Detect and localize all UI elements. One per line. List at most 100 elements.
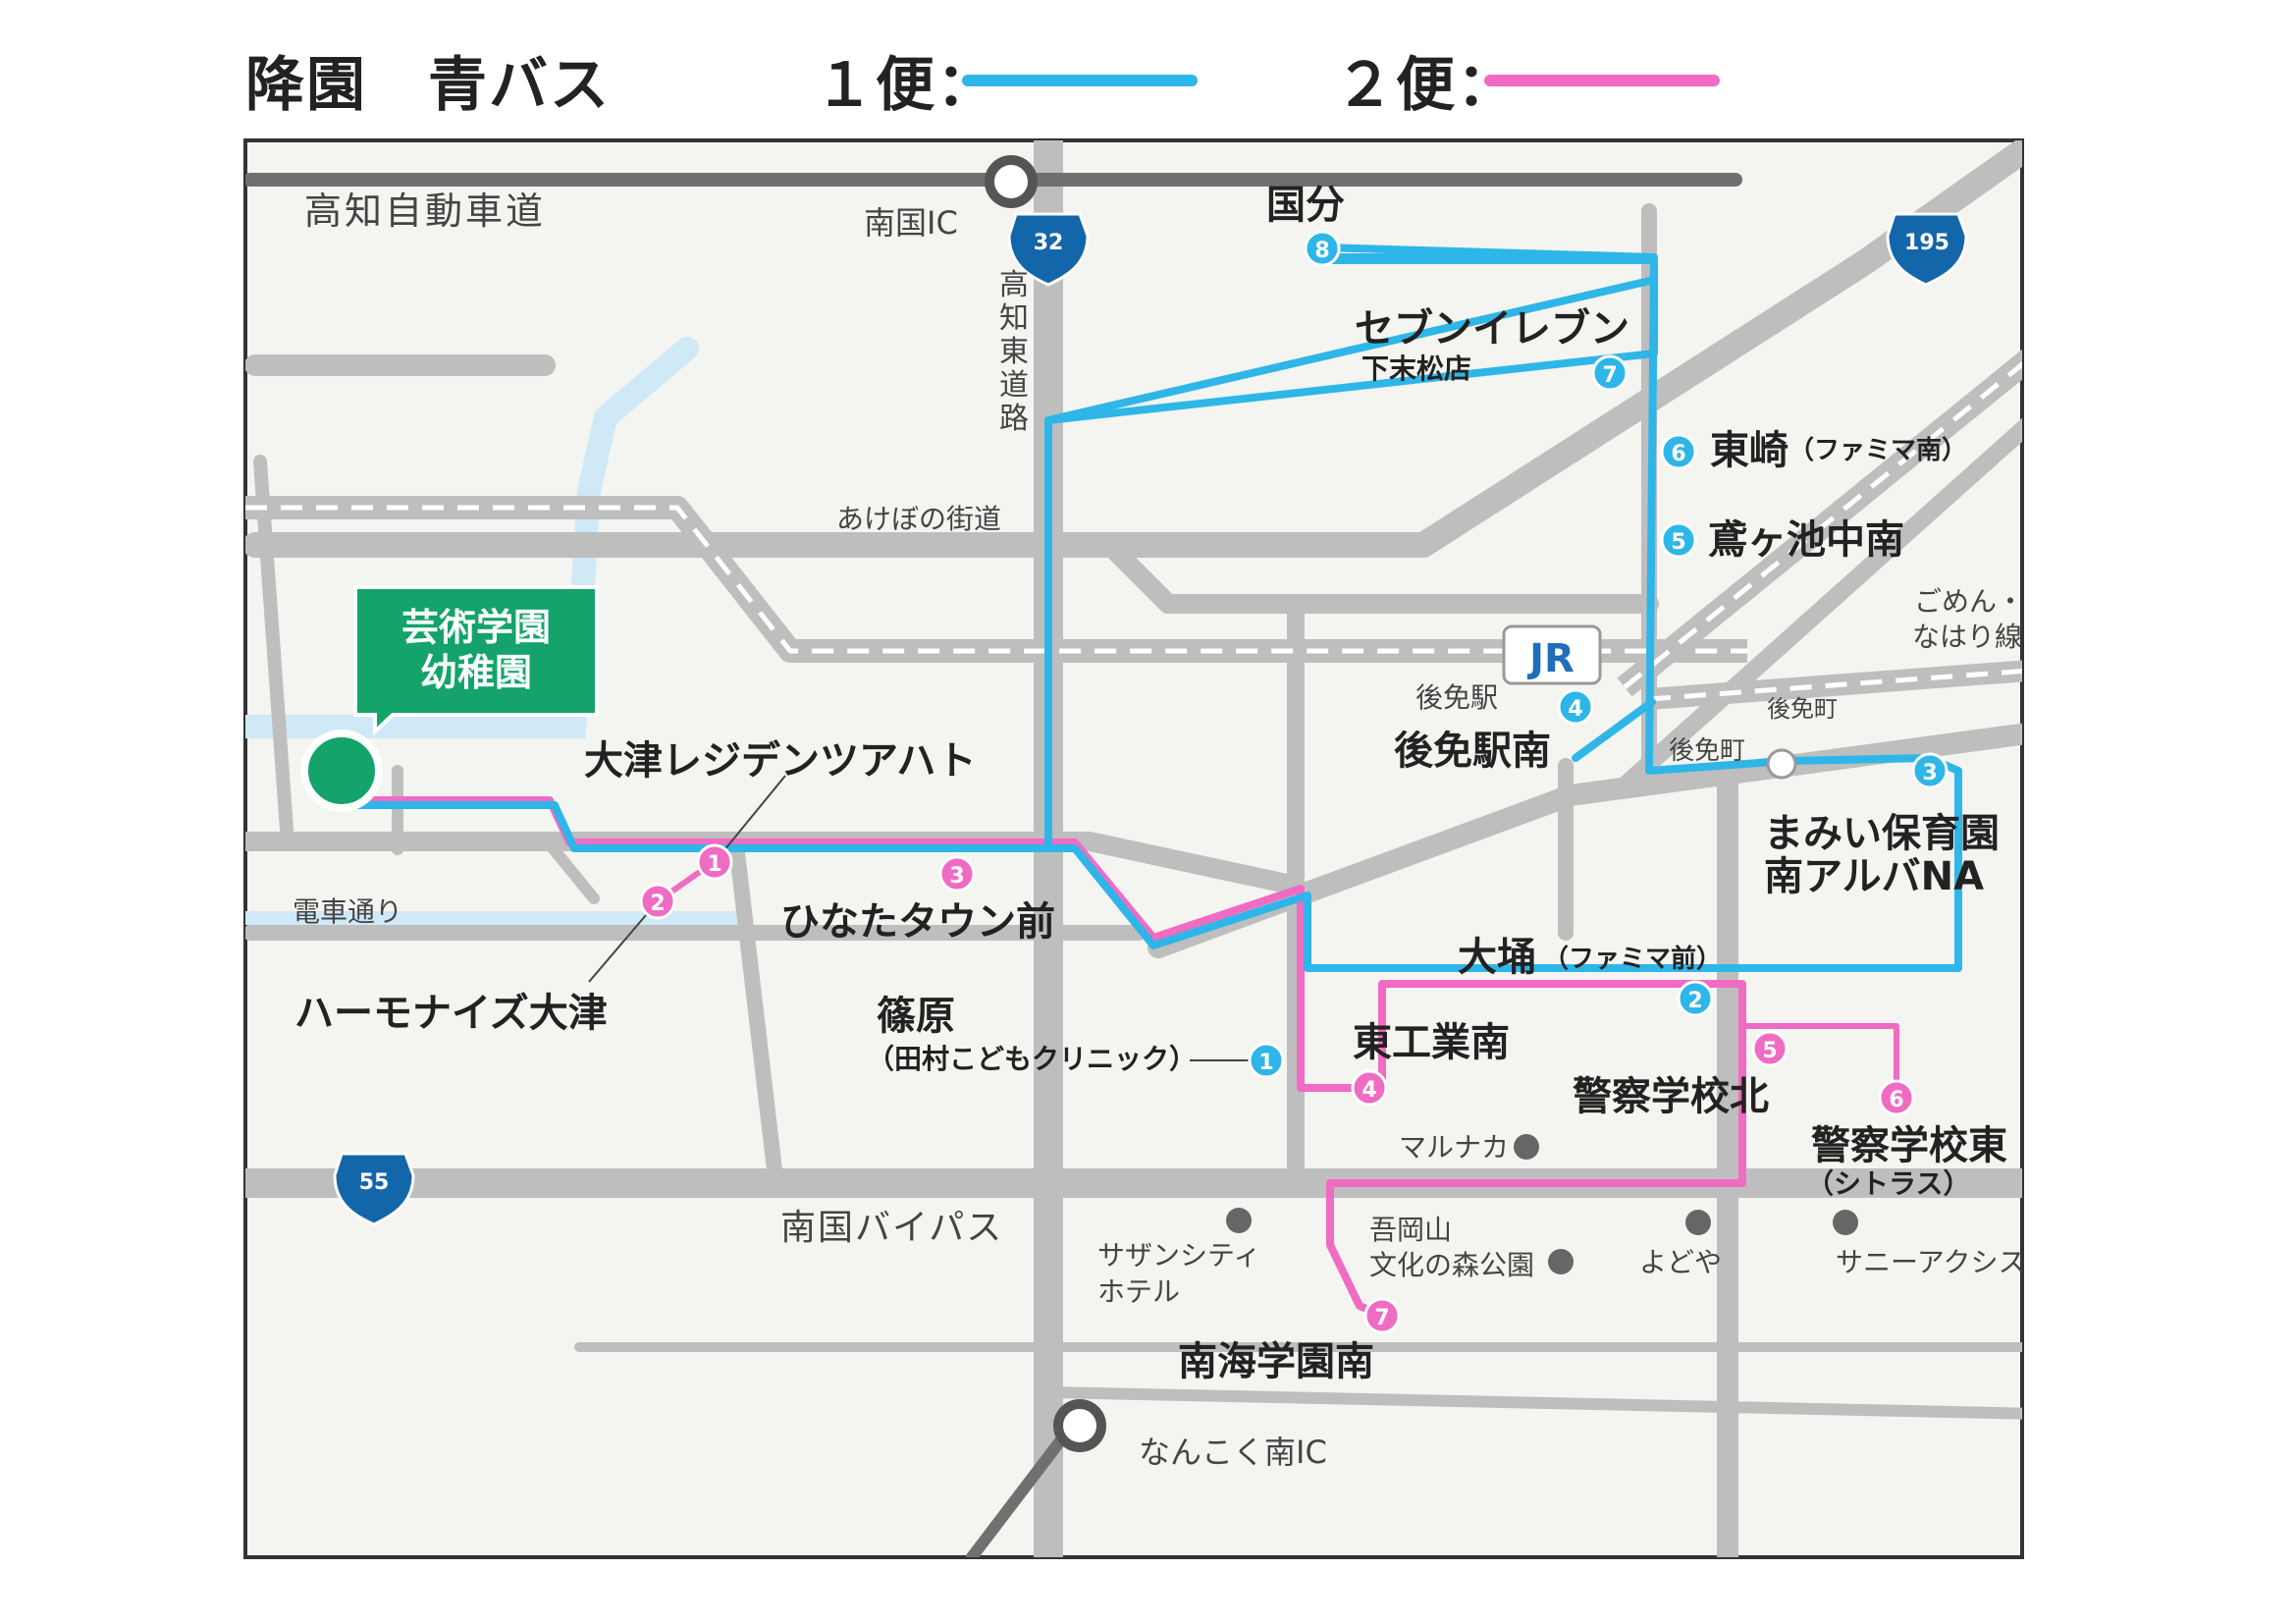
route1-stop-8[interactable]: 8 国分 [1266, 183, 1345, 267]
route1-stop-3[interactable]: 3 まみい保育園 南アルバNA [1764, 752, 2000, 899]
route1-stop-sub: （ファミマ前） [1543, 944, 1722, 974]
route2-stop-1[interactable]: 1 大津レジデンツアハト [584, 738, 977, 881]
route1-stop-sub: 南アルバNA [1764, 854, 1984, 899]
route1-stop-number: 4 [1568, 697, 1582, 722]
route2-stop-number: 2 [650, 892, 665, 916]
route1-stop-badge [1660, 521, 1697, 559]
route2-stops: 1 大津レジデンツアハト 2 ハーモナイズ大津 3 ひなたタウン前 4 東工業南… [294, 738, 2007, 1384]
route1-stop-number: 8 [1314, 239, 1329, 263]
akebono-label: あけぼの街道 [836, 503, 1001, 535]
sunshine-hotel-label-1: サザンシティ [1097, 1239, 1260, 1272]
sunny-axis-label: サニーアクシス [1836, 1246, 2025, 1278]
route2-stop-name: 南海学園南 [1178, 1339, 1374, 1384]
legend-route2-line [1484, 75, 1720, 86]
gomen-station-label: 後免駅 [1415, 681, 1498, 714]
school-name-line2: 幼稚園 [420, 651, 532, 694]
route2-stop-name: ハーモナイズ大津 [294, 991, 608, 1036]
route2-stop-number: 6 [1889, 1088, 1903, 1112]
route-32-number: 32 [1034, 231, 1064, 255]
route1-stop-name: 国分 [1266, 183, 1345, 228]
marunaka-label: マルナカ [1399, 1131, 1509, 1164]
route1-stop-number: 3 [1922, 761, 1937, 785]
route2-stop-badge [1751, 1030, 1789, 1067]
route2-stop-6[interactable]: 6 警察学校東 （シトラス） [1806, 1079, 2007, 1200]
route1-stop-name: 後免駅南 [1394, 729, 1551, 774]
route-195-number: 195 [1904, 231, 1949, 255]
header: 降園 青バス １便： ２便： [0, 0, 2296, 137]
jr-logo: JR [1502, 624, 1602, 685]
route1-stop-4[interactable]: 4 後免駅南 [1394, 688, 1594, 774]
route1-stop-name: セブンイレブン [1355, 306, 1629, 352]
legend-route1-line [962, 75, 1198, 86]
route1-stop-badge [1557, 688, 1594, 726]
route2-stop-number: 3 [949, 864, 964, 889]
route2-branch-2 [1739, 1023, 1899, 1098]
route2-stop-number: 7 [1374, 1306, 1389, 1330]
jr-logo-text: JR [1526, 636, 1575, 681]
route2-stop-7[interactable]: 7 南海学園南 [1178, 1297, 1401, 1384]
route1-stop-5[interactable]: 5 鳶ヶ池中南 [1660, 517, 1904, 563]
route1-stop-number: 1 [1258, 1051, 1273, 1075]
route2-stop-badge [696, 843, 733, 881]
marunaka-dot [1514, 1134, 1539, 1160]
route1-stop-sub: （ファミマ南） [1789, 436, 1967, 465]
route2-stop-number: 1 [707, 852, 721, 877]
nankoku-minami-ic-label: なんこく南IC [1139, 1434, 1327, 1471]
nankoku-bypass-label: 南国バイパス [780, 1208, 1003, 1248]
yodoya-dot [1685, 1210, 1711, 1235]
agiokayama-dot [1548, 1249, 1574, 1274]
route1-stop-badge [1660, 433, 1697, 470]
route1-stop-badge [1248, 1042, 1285, 1079]
route1-stop-badge [1911, 752, 1949, 789]
poi-dots [1226, 1134, 1858, 1274]
route2-stop-5[interactable]: 5 警察学校北 [1573, 1030, 1789, 1119]
route1-stop-number: 6 [1671, 442, 1685, 466]
route2-stop-4[interactable]: 4 東工業南 [1351, 1020, 1510, 1107]
sunny-axis-dot [1833, 1210, 1858, 1235]
route1-stop-sub: 下末松店 [1362, 352, 1471, 385]
svg-text:路: 路 [999, 402, 1029, 436]
kochi-expressway-label: 高知自動車道 [304, 189, 546, 233]
route1-stop-number: 5 [1671, 530, 1685, 555]
svg-text:道: 道 [999, 368, 1029, 403]
gomen-machi-label: 後免町 [1669, 736, 1745, 766]
route1-stop-7[interactable]: 7 セブンイレブン 下末松店 [1355, 306, 1629, 392]
route-55-number: 55 [359, 1170, 390, 1195]
route1-stop-badge [1304, 230, 1341, 267]
route1-stop-1[interactable]: 1 篠原 （田村こどもクリニック） [867, 994, 1285, 1079]
route2-stop-2[interactable]: 2 ハーモナイズ大津 [294, 883, 676, 1036]
route1-stop-badge [1677, 980, 1714, 1017]
route1-stop-name: 大埇 [1458, 935, 1536, 980]
legend-route2-label: ２便： [1335, 51, 1518, 120]
svg-text:高: 高 [999, 268, 1029, 302]
route1-stop-2[interactable]: 2 大埇 （ファミマ前） [1458, 935, 1722, 1017]
route1-branch-seven [1044, 276, 1658, 424]
route2-stop-badge [1878, 1079, 1915, 1116]
route1-stop-6[interactable]: 6 東崎 （ファミマ南） [1660, 428, 1967, 473]
route1-stop-name: まみい保育園 [1764, 811, 2000, 856]
gomen-nahari-label-1: ごめん・ [1914, 585, 2024, 618]
school-marker: 芸術学園 幼稚園 [300, 585, 599, 812]
route1-stop-number: 2 [1687, 989, 1702, 1013]
nankoku-ic-ring [985, 155, 1038, 208]
svg-text:知: 知 [999, 301, 1029, 336]
route2-stop-badge [639, 883, 676, 920]
route-55-shield: 55 [333, 1152, 415, 1226]
route1-stop-name: 篠原 [877, 994, 955, 1039]
page-title: 降園 青バス [245, 51, 611, 120]
nankoku-minami-ic-ring [1053, 1399, 1106, 1452]
agiokayama-label-1: 吾岡山 [1369, 1214, 1452, 1246]
route2-stop-sub: （シトラス） [1806, 1167, 1970, 1200]
road-labels: 高知自動車道 南国IC あけぼの街道 電車通り 後免駅 後免町 後免町 ごめん・… [293, 189, 2025, 1471]
route1-stops: 1 篠原 （田村こどもクリニック） 2 大埇 （ファミマ前） 3 まみい保育園 … [867, 183, 2000, 1079]
densha-label: 電車通り [293, 895, 402, 928]
route2-stop-3[interactable]: 3 ひなたタウン前 [780, 855, 1055, 945]
svg-text:東: 東 [999, 335, 1029, 369]
route2-stop-name: 警察学校東 [1811, 1123, 2007, 1168]
route1-stop-name: 鳶ヶ池中南 [1708, 517, 1904, 563]
route1-stop-number: 7 [1602, 363, 1617, 388]
route2-stop-badge [1363, 1297, 1401, 1334]
route-32-shield: 32 [1007, 212, 1090, 287]
kochi-tobu-road-label: 高 知 東 道 路 [999, 268, 1029, 436]
